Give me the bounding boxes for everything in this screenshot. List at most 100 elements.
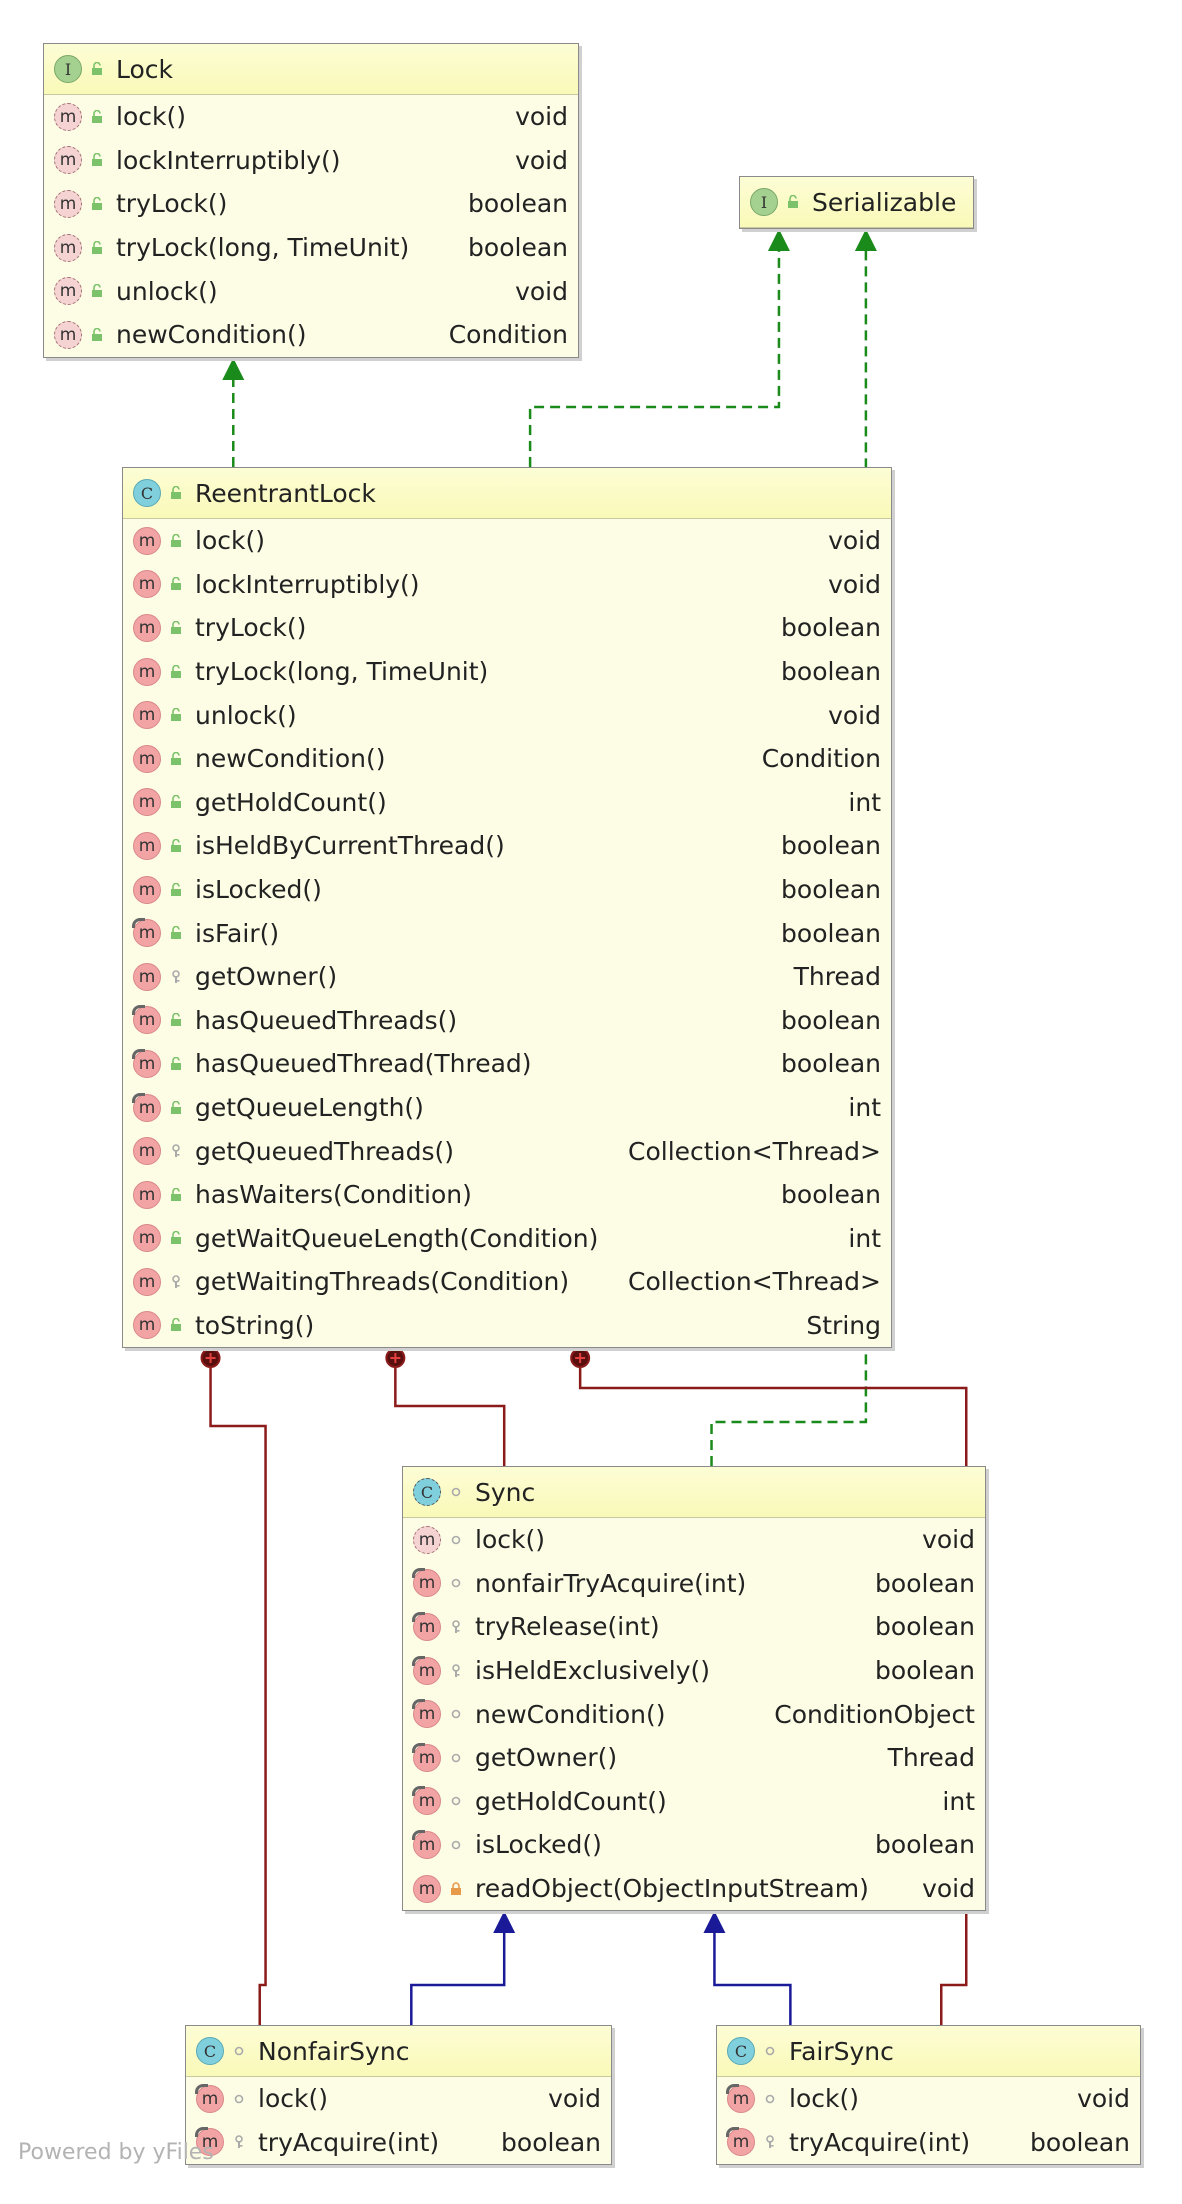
class-name: Serializable bbox=[812, 187, 957, 217]
method-name: lock() bbox=[258, 2084, 328, 2114]
public-visibility-icon bbox=[169, 1231, 183, 1245]
method-name: tryRelease(int) bbox=[475, 1612, 660, 1642]
public-visibility-icon bbox=[786, 195, 800, 209]
method-icon: m bbox=[195, 2083, 224, 2113]
class-name: Sync bbox=[475, 1477, 536, 1507]
method-icon: m bbox=[133, 962, 161, 991]
method-name: isHeldByCurrentThread() bbox=[195, 831, 505, 861]
public-visibility-icon bbox=[169, 882, 183, 897]
protected-visibility-icon bbox=[169, 1275, 183, 1289]
public-visibility-icon bbox=[169, 795, 183, 809]
node-header[interactable]: C Sync bbox=[403, 1467, 985, 1518]
method-icon: m bbox=[132, 1005, 161, 1035]
method-return-type: boolean bbox=[781, 1005, 881, 1035]
method-return-type: boolean bbox=[468, 233, 568, 263]
method-icon: m bbox=[133, 526, 161, 555]
method-return-type: ConditionObject bbox=[774, 1699, 975, 1729]
public-visibility-icon bbox=[90, 153, 104, 167]
method-icon: m bbox=[412, 1742, 441, 1772]
inner-class-marker bbox=[385, 1348, 406, 1368]
method-return-type: void bbox=[515, 276, 568, 306]
protected-visibility-icon bbox=[169, 1144, 183, 1158]
protected-visibility-icon bbox=[763, 2135, 777, 2149]
abstract-method-icon: m bbox=[413, 1525, 441, 1554]
abstract-method-icon: m bbox=[54, 320, 82, 349]
inner-class-marker bbox=[200, 1348, 221, 1368]
method-return-type: String bbox=[806, 1310, 881, 1340]
method-return-type: boolean bbox=[501, 2127, 601, 2157]
method-name: hasWaiters(Condition) bbox=[195, 1180, 472, 1210]
method-return-type: boolean bbox=[875, 1830, 975, 1860]
public-visibility-icon bbox=[169, 1100, 183, 1115]
method-return-type: Condition bbox=[761, 744, 881, 774]
method-return-type: boolean bbox=[781, 875, 881, 905]
public-visibility-icon bbox=[90, 62, 104, 76]
package-visibility-icon bbox=[449, 1751, 463, 1765]
abstract-class-icon: C bbox=[413, 1478, 441, 1506]
public-visibility-icon bbox=[169, 1056, 183, 1071]
method-return-type: int bbox=[848, 1093, 881, 1123]
implements-arrowhead bbox=[767, 229, 790, 251]
package-visibility-icon bbox=[449, 1707, 463, 1721]
method-icon: m bbox=[133, 613, 161, 642]
class-icon: C bbox=[196, 2037, 224, 2065]
method-return-type: void bbox=[828, 526, 881, 556]
method-return-type: void bbox=[828, 569, 881, 599]
method-name: getQueueLength() bbox=[195, 1093, 424, 1123]
method-row[interactable]: m getQueueLength() int bbox=[123, 1086, 891, 1130]
inner-class-marker bbox=[570, 1348, 591, 1368]
method-icon: m bbox=[132, 1092, 161, 1122]
implements-arrowhead bbox=[222, 358, 245, 380]
public-visibility-icon bbox=[169, 926, 183, 940]
package-visibility-icon bbox=[232, 2044, 246, 2058]
